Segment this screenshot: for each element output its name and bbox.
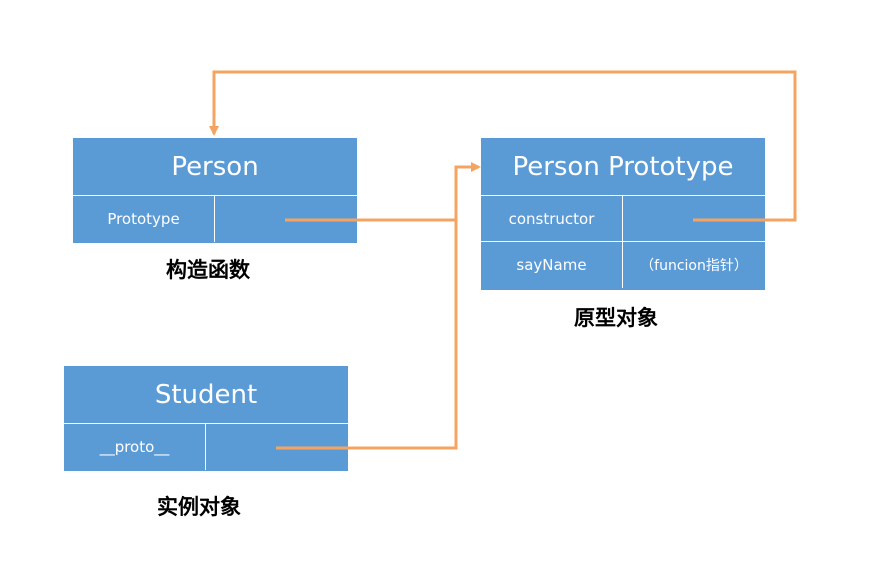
prototype-constructor-row: constructor [481,196,765,242]
prototype-box: Person Prototype constructor sayName （fu… [481,138,765,290]
prototype-sayname-value: （funcion指针） [640,258,748,274]
student-proto-row: __proto__ [64,424,348,470]
person-prototype-label: Prototype [73,196,215,242]
student-proto-value [206,424,348,470]
prototype-sayname-label: sayName [481,242,623,288]
student-caption: 实例对象 [157,495,241,519]
person-box: Person Prototype [73,138,357,243]
prototype-sayname-row: sayName （funcion指针） [481,242,765,288]
person-title: Person [73,138,357,196]
student-proto-label: __proto__ [64,424,206,470]
prototype-caption: 原型对象 [574,306,658,330]
student-box: Student __proto__ [64,366,348,471]
prototype-constructor-label: constructor [481,196,623,241]
person-prototype-row: Prototype [73,196,357,242]
prototype-constructor-value [623,196,765,241]
person-prototype-value [215,196,357,242]
person-caption: 构造函数 [166,258,250,282]
prototype-title: Person Prototype [481,138,765,196]
student-title: Student [64,366,348,424]
